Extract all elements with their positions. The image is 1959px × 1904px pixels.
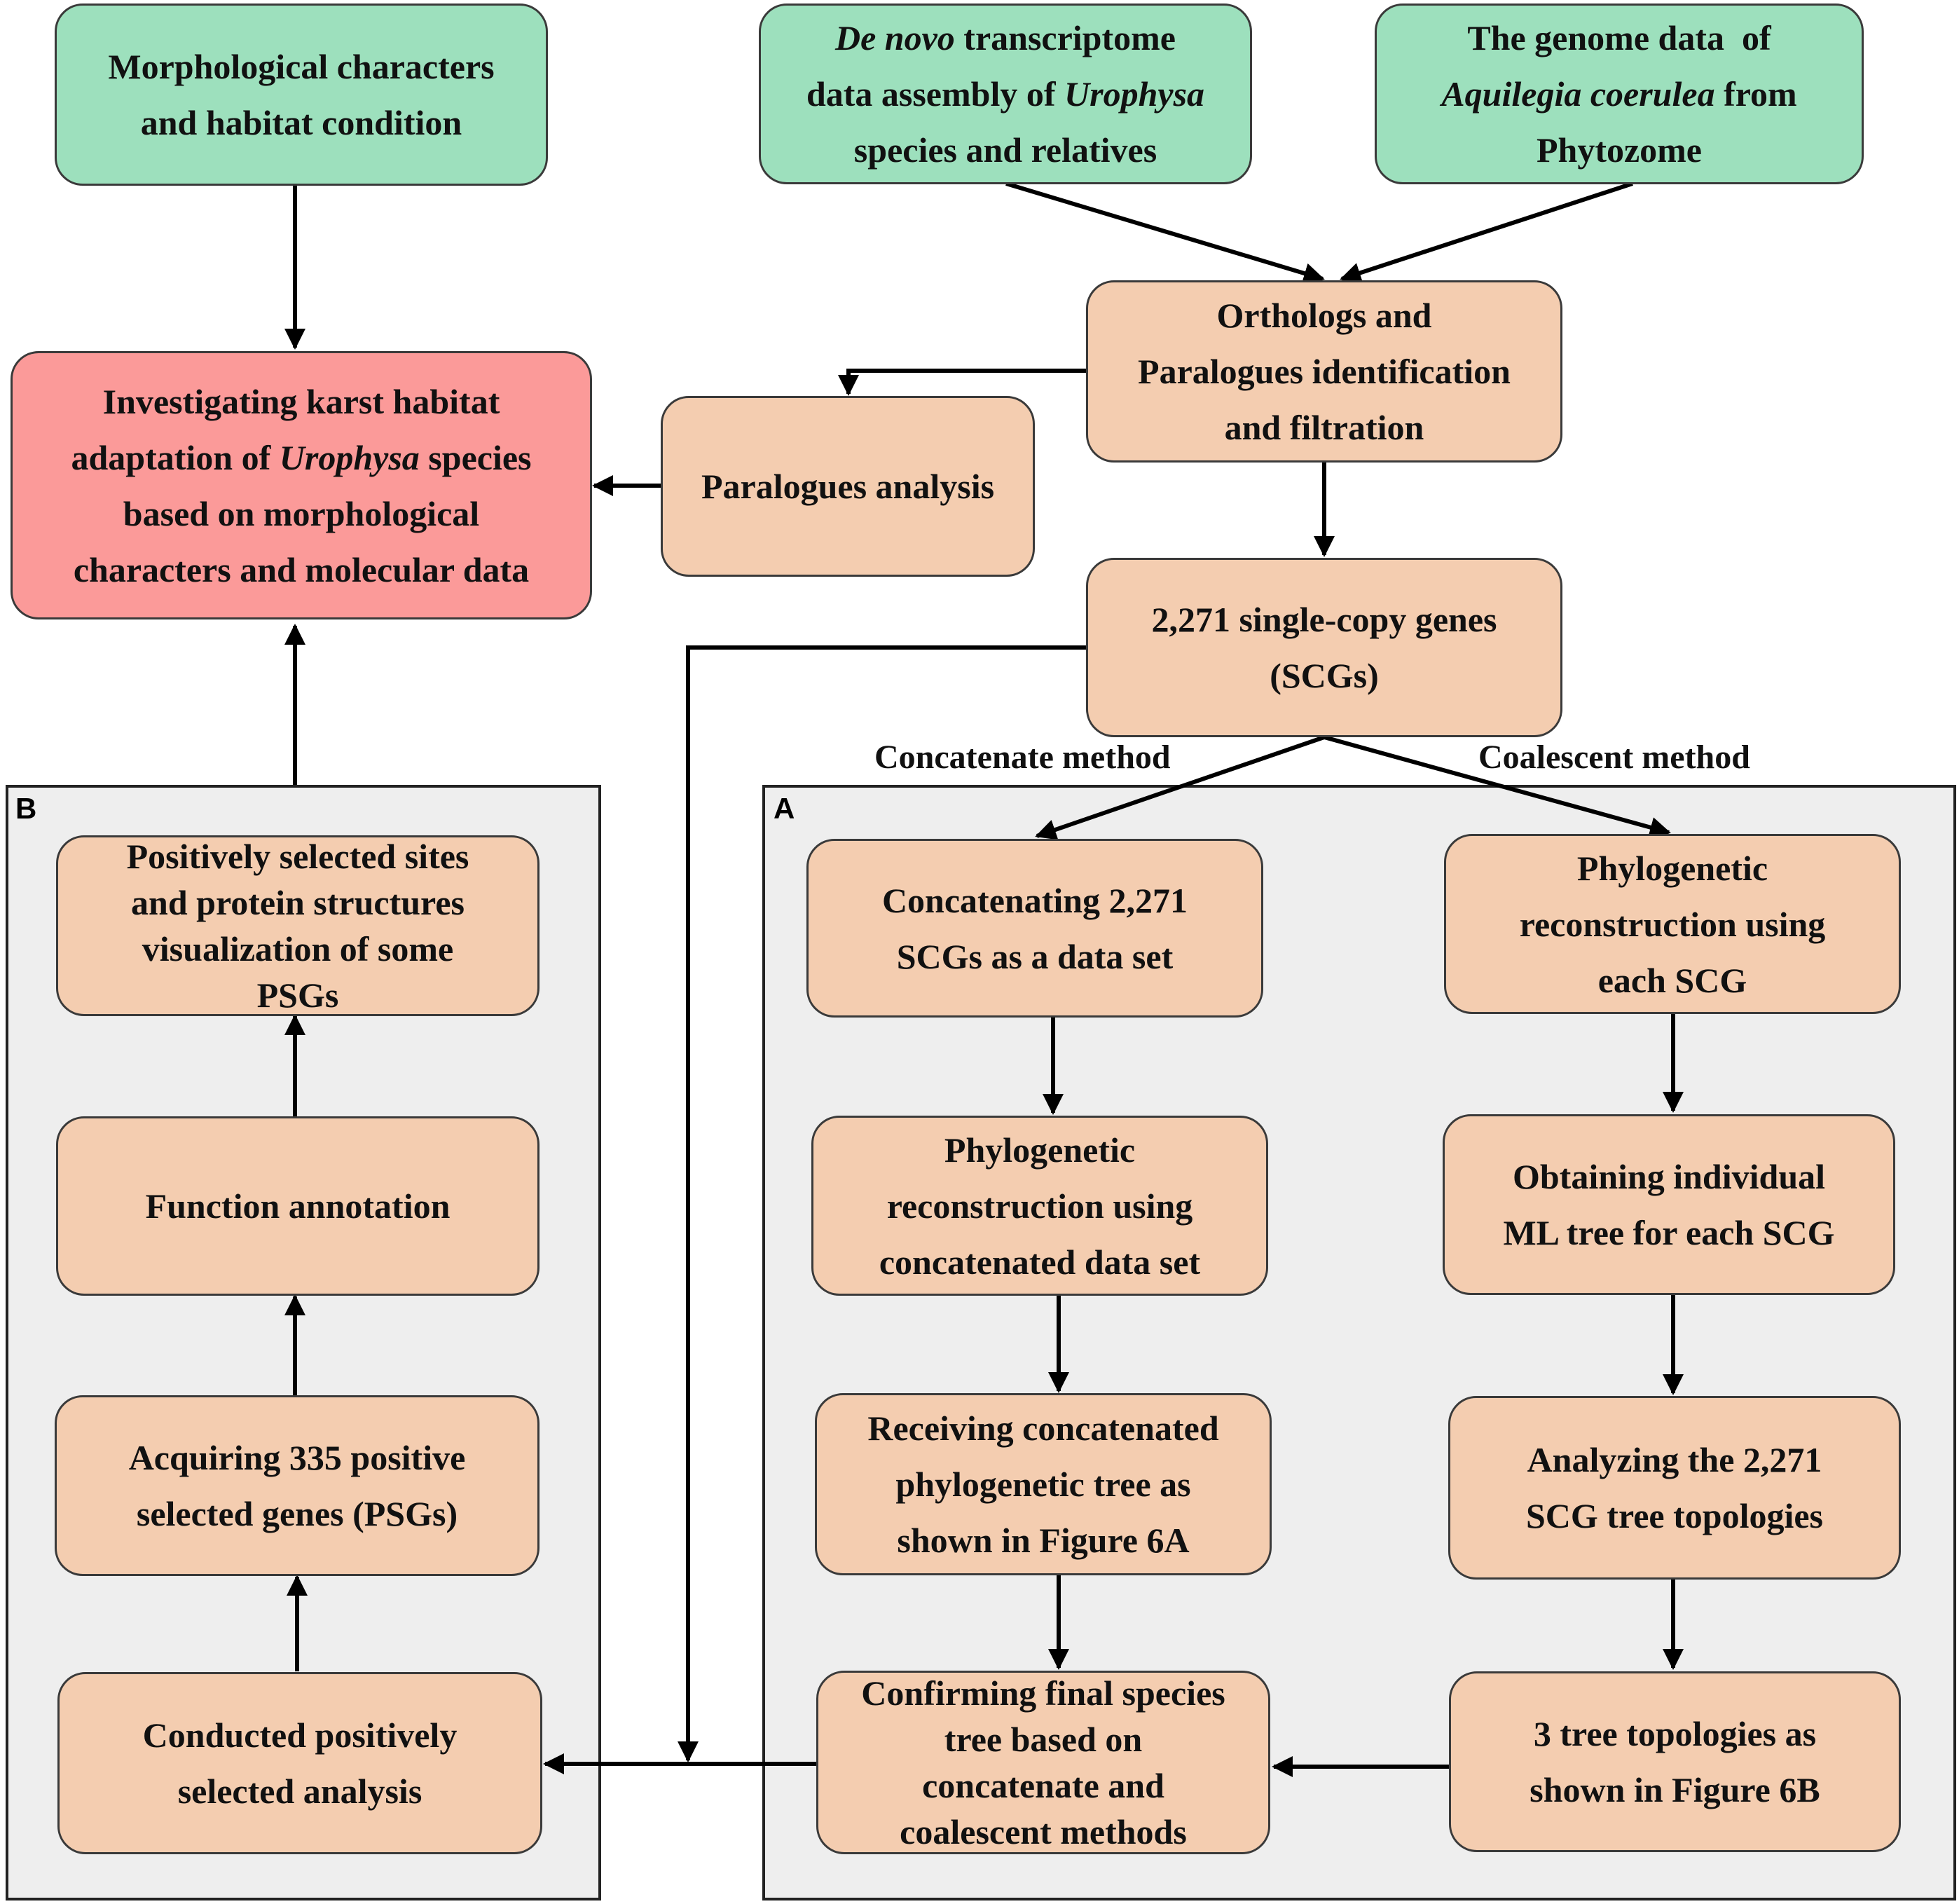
orthologs-line-3: and filtration xyxy=(1224,408,1424,447)
phylo-each-line-1: Phylogenetic xyxy=(1576,848,1768,888)
ml-tree-line-1: Obtaining individual xyxy=(1512,1157,1826,1196)
sites-line-3: visualization of some xyxy=(142,929,454,968)
ml-tree-line-2: ML tree for each SCG xyxy=(1503,1213,1835,1252)
three-topologies-box: 3 tree topologies as shown in Figure 6B xyxy=(1449,1671,1901,1852)
phylo-each-line-3: each SCG xyxy=(1597,960,1747,1000)
positively-selected-sites-box: Positively selected sites and protein str… xyxy=(56,835,539,1016)
denovo-line-1: De novo transcriptome xyxy=(835,18,1176,57)
analyzing-line-2: SCG tree topologies xyxy=(1525,1496,1824,1535)
phylo-concat-line-2: reconstruction using xyxy=(886,1186,1193,1226)
panel-b-label: B xyxy=(15,792,37,825)
function-line-1: Function annotation xyxy=(145,1186,451,1226)
conducted-line-2: selected analysis xyxy=(177,1772,422,1811)
concatenate-method-label: Concatenate method xyxy=(874,739,1171,776)
morph-line-2: and habitat condition xyxy=(140,103,462,142)
paralogues-line-1: Paralogues analysis xyxy=(701,467,995,506)
investigate-urophysa: Urophysa xyxy=(279,437,420,477)
confirming-line-4: coalescent methods xyxy=(900,1812,1187,1851)
arrow-orthologs-to-paralogues xyxy=(838,369,1086,396)
genome-from: from xyxy=(1714,74,1797,114)
conducted-analysis-box: Conducted positively selected analysis xyxy=(57,1672,542,1854)
orthologs-line-1: Orthologs and xyxy=(1216,296,1432,335)
sites-line-1: Positively selected sites xyxy=(126,837,469,876)
three-topo-line-1: 3 tree topologies as xyxy=(1533,1714,1817,1753)
morphological-characters-box: Morphological characters and habitat cond… xyxy=(55,4,548,186)
three-topo-line-2: shown in Figure 6B xyxy=(1530,1770,1820,1809)
arrow-scg-to-positive-analysis xyxy=(678,645,1086,1762)
single-copy-genes-box: 2,271 single-copy genes (SCGs) xyxy=(1086,558,1562,737)
investigating-karst-box: Investigating karst habitat adaptation o… xyxy=(11,351,592,619)
arrow-scg-to-concat xyxy=(1035,735,1325,840)
genome-species: Aquilegia coerulea xyxy=(1441,74,1715,114)
genome-data-box: The genome data of Aquilegia coerulea fr… xyxy=(1375,4,1864,184)
denovo-line-1-rest: transcriptome xyxy=(954,18,1176,57)
orthologs-line-2: Paralogues identification xyxy=(1138,352,1511,391)
arrow-scg-to-phylo-each xyxy=(1324,735,1671,838)
acquiring-line-2: selected genes (PSGs) xyxy=(136,1494,458,1533)
investigate-species: species xyxy=(419,437,532,477)
panel-a-label: A xyxy=(774,792,795,825)
sites-line-2: and protein structures xyxy=(131,883,465,922)
arrow-genome-to-orthologs xyxy=(1340,182,1633,283)
phylo-concat-line-3: concatenated data set xyxy=(879,1242,1201,1282)
receiving-line-2: phylogenetic tree as xyxy=(895,1465,1191,1504)
sites-line-4: PSGs xyxy=(256,975,339,1015)
genome-line-1: The genome data of xyxy=(1467,18,1771,57)
phylo-each-line-2: reconstruction using xyxy=(1519,904,1826,944)
denovo-transcriptome-box: De novo transcriptome data assembly of U… xyxy=(759,4,1252,184)
receiving-line-1: Receiving concatenated xyxy=(867,1409,1219,1448)
denovo-italic: De novo xyxy=(834,18,955,57)
investigate-line-1: Investigating karst habitat xyxy=(102,381,500,421)
denovo-urophysa: Urophysa xyxy=(1064,74,1205,114)
investigate-line-3: based on morphological xyxy=(123,493,480,533)
conducted-line-1: Conducted positively xyxy=(142,1715,458,1755)
genome-line-3: Phytozome xyxy=(1536,130,1703,170)
acquiring-psgs-box: Acquiring 335 positive selected genes (PS… xyxy=(55,1395,539,1576)
phylo-concatenated-box: Phylogenetic reconstruction using concaten… xyxy=(811,1116,1268,1296)
denovo-line-2: data assembly of xyxy=(806,74,1065,114)
arrow-denovo-to-orthologs xyxy=(1005,182,1325,284)
coalescent-method-label: Coalescent method xyxy=(1478,739,1750,776)
paralogues-analysis-box: Paralogues analysis xyxy=(661,396,1035,577)
confirming-line-3: concatenate and xyxy=(922,1766,1164,1805)
individual-ml-tree-box: Obtaining individual ML tree for each SCG xyxy=(1443,1114,1895,1295)
confirming-line-2: tree based on xyxy=(944,1720,1143,1759)
scg-line-1: 2,271 single-copy genes xyxy=(1151,600,1497,639)
receiving-concatenated-box: Receiving concatenated phylogenetic tree … xyxy=(815,1393,1272,1575)
concat-line-1: Concatenating 2,271 xyxy=(881,880,1188,920)
concat-line-2: SCGs as a data set xyxy=(896,936,1174,976)
acquiring-line-1: Acquiring 335 positive xyxy=(128,1438,466,1477)
investigate-line-2: adaptation of xyxy=(71,437,280,477)
receiving-line-3: shown in Figure 6A xyxy=(897,1521,1190,1560)
function-annotation-box: Function annotation xyxy=(56,1116,539,1296)
confirming-line-1: Confirming final species xyxy=(861,1673,1225,1713)
analyzing-line-1: Analyzing the 2,271 xyxy=(1527,1440,1822,1479)
morph-line-1: Morphological characters xyxy=(108,47,495,86)
scg-line-2: (SCGs) xyxy=(1270,656,1379,695)
phylo-concat-line-1: Phylogenetic xyxy=(944,1130,1136,1170)
confirming-species-tree-box: Confirming final species tree based on con… xyxy=(816,1671,1270,1854)
phylo-each-scg-box: Phylogenetic reconstruction using each SCG xyxy=(1444,834,1901,1014)
denovo-line-3: species and relatives xyxy=(853,130,1157,170)
investigate-line-4: characters and molecular data xyxy=(73,549,530,589)
